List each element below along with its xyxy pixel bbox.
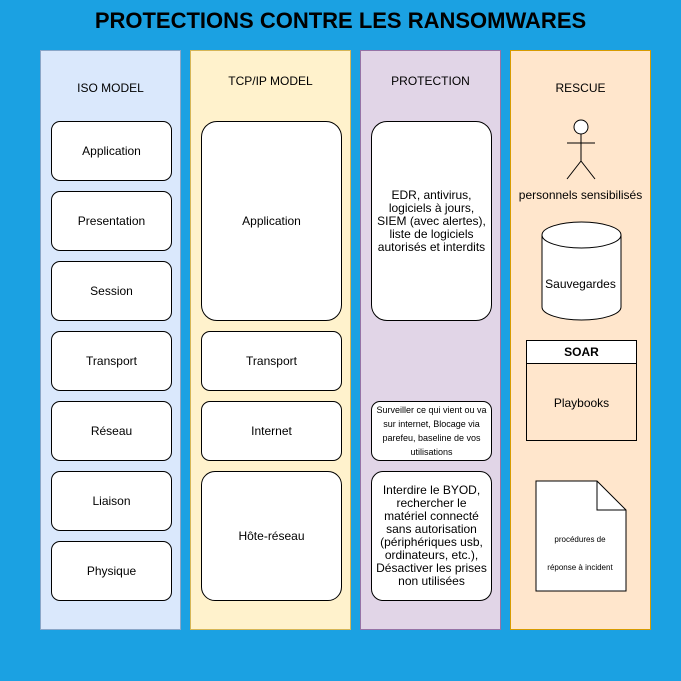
protection-heading: PROTECTION xyxy=(391,74,470,88)
doc-line-1: procédures de xyxy=(554,534,606,544)
iso-model-column: ISO MODEL Application Presentation Sessi… xyxy=(40,50,181,630)
protection-column: PROTECTION EDR, antivirus, logiciels à j… xyxy=(360,50,501,630)
database-icon xyxy=(541,221,622,321)
person-icon xyxy=(566,119,596,180)
tcpip-model-column: TCP/IP MODEL Application Transport Inter… xyxy=(190,50,351,630)
iso-layer-physique: Physique xyxy=(51,541,172,601)
tcp-layer-transport: Transport xyxy=(201,331,342,391)
tcp-heading: TCP/IP MODEL xyxy=(228,74,313,88)
backups-label: Sauvegardes xyxy=(545,277,616,291)
doc-line-2: réponse à incident xyxy=(547,562,613,572)
tcp-layer-hote-reseau: Hôte-réseau xyxy=(201,471,342,601)
iso-layer-reseau: Réseau xyxy=(51,401,172,461)
protection-application-box: EDR, antivirus, logiciels à jours, SIEM … xyxy=(371,121,492,321)
incident-procedures-label: procédures de réponse à incident xyxy=(535,516,625,591)
iso-heading: ISO MODEL xyxy=(77,81,144,95)
iso-layer-presentation: Presentation xyxy=(51,191,172,251)
page-title: PROTECTIONS CONTRE LES RANSOMWARES xyxy=(94,8,587,33)
people-label: personnels sensibilisés xyxy=(518,188,643,202)
iso-layer-application: Application xyxy=(51,121,172,181)
protection-internet-box: Surveiller ce qui vient ou va sur intern… xyxy=(371,401,492,461)
soar-title: SOAR xyxy=(527,341,636,364)
iso-layer-liaison: Liaison xyxy=(51,471,172,531)
soar-playbooks: Playbooks xyxy=(553,395,610,410)
iso-layer-session: Session xyxy=(51,261,172,321)
rescue-heading: RESCUE xyxy=(555,81,606,95)
document-icon xyxy=(535,480,627,592)
rescue-column: RESCUE personnels sensibilisés Sauvegard… xyxy=(510,50,651,630)
soar-box: SOAR Playbooks xyxy=(526,340,637,441)
protection-host-box: Interdire le BYOD, rechercher le matérie… xyxy=(371,471,492,601)
iso-layer-transport: Transport xyxy=(51,331,172,391)
tcp-layer-internet: Internet xyxy=(201,401,342,461)
tcp-layer-application: Application xyxy=(201,121,342,321)
